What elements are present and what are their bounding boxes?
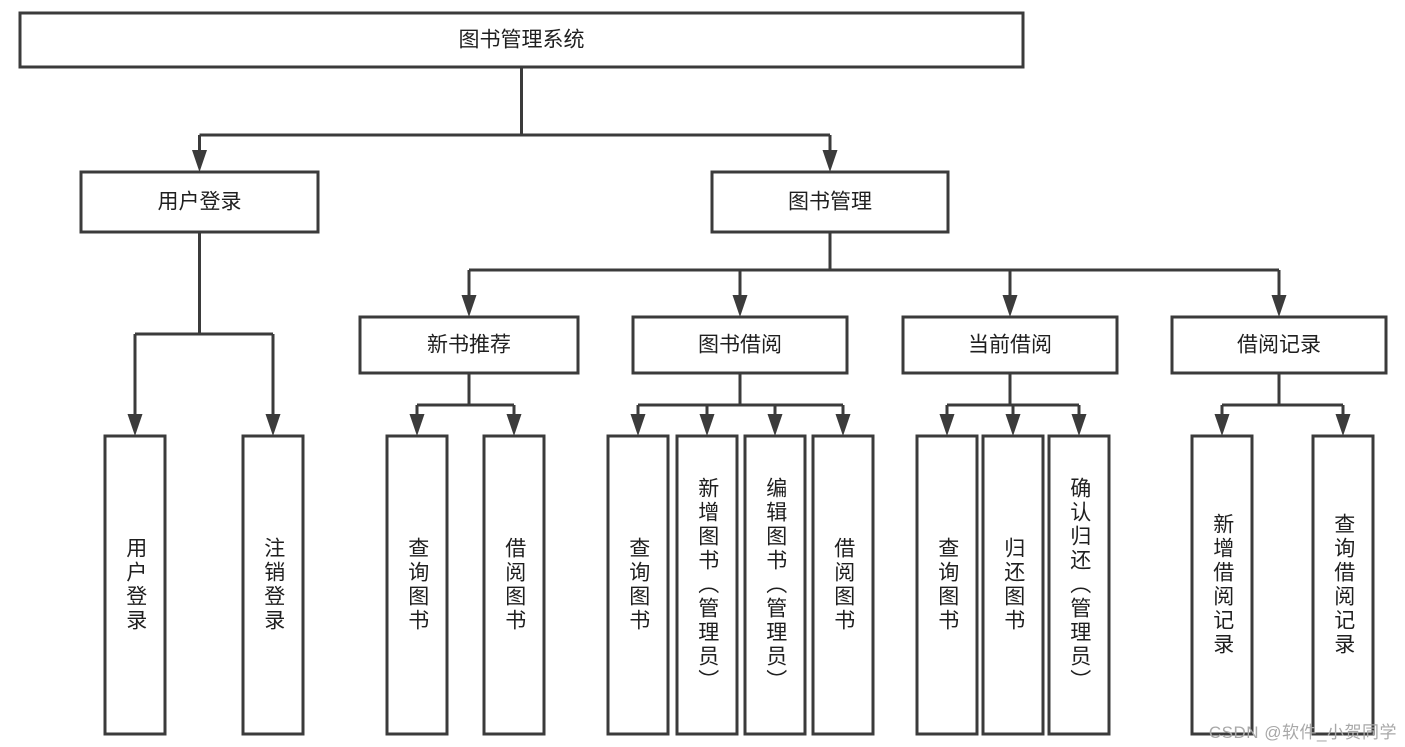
- node-l2_3-label: 借阅记录: [1237, 334, 1321, 357]
- node-l2_1-box[interactable]: [631, 315, 849, 375]
- node-root-label: 图书管理系统: [459, 29, 585, 52]
- node-leaf_8-box[interactable]: [915, 434, 979, 736]
- node-l2_1-label: 图书借阅: [698, 334, 782, 357]
- node-leaf_12-box[interactable]: [1311, 434, 1375, 736]
- node-l1_0-label: 用户登录: [158, 191, 242, 214]
- csdn-watermark: CSDN @软件_小贺同学: [1208, 723, 1397, 742]
- node-l2_0-box[interactable]: [358, 315, 580, 375]
- connector-layer: [127, 67, 1351, 436]
- node-l1_0-box[interactable]: [79, 170, 320, 234]
- node-l1_1-box[interactable]: [710, 170, 950, 234]
- node-l2_3-box[interactable]: [1170, 315, 1388, 375]
- node-leaf_3-box[interactable]: [482, 434, 546, 736]
- node-leaf_5-box[interactable]: [675, 434, 739, 736]
- node-root-box[interactable]: [18, 11, 1025, 69]
- node-leaf_4-box[interactable]: [606, 434, 670, 736]
- node-leaf_9-box[interactable]: [981, 434, 1045, 736]
- node-l1_1-label: 图书管理: [788, 191, 872, 214]
- node-leaf_11-box[interactable]: [1190, 434, 1254, 736]
- node-leaf_6-box[interactable]: [743, 434, 807, 736]
- node-leaf_0-box[interactable]: [103, 434, 167, 736]
- node-l2_2-label: 当前借阅: [968, 334, 1052, 357]
- node-leaf_7-box[interactable]: [811, 434, 875, 736]
- node-leaf_10-box[interactable]: [1047, 434, 1111, 736]
- node-leaf_1-box[interactable]: [241, 434, 305, 736]
- box-layer: [18, 11, 1388, 736]
- node-l2_0-label: 新书推荐: [427, 334, 511, 357]
- node-leaf_2-box[interactable]: [385, 434, 449, 736]
- node-l2_2-box[interactable]: [901, 315, 1119, 375]
